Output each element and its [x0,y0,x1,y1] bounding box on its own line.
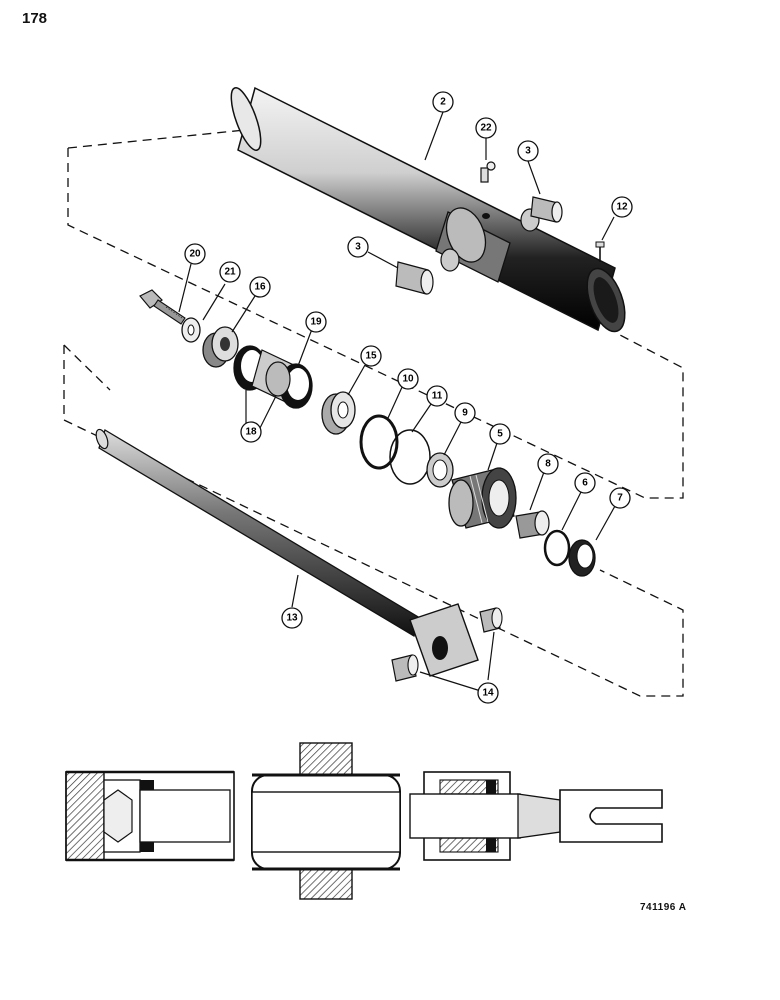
callouts: 2 22 3 12 3 20 21 16 19 15 10 11 9 5 18 … [184,91,633,704]
figure-id: 741196 A [640,902,687,913]
callout-21: 21 [219,261,241,283]
dashed-group-outline-lower-top [63,344,111,391]
callout-20: 20 [184,243,206,265]
callout-22-label: 22 [480,123,492,134]
piston-rod [95,428,479,677]
callout-14: 14 [477,682,499,704]
dashed-group-outline-upper-top [67,129,246,149]
callout-21-label: 21 [224,267,236,278]
rod-eye-bushing-left [391,654,419,682]
rod-bearing [515,510,550,539]
callout-16-label: 16 [254,282,266,293]
callout-20-label: 20 [189,249,201,260]
callout-7-label: 7 [617,493,623,504]
callout-8: 8 [537,453,559,475]
bushing-lower [395,261,434,295]
callout-13: 13 [281,607,303,629]
bushing-upper [530,196,563,223]
callout-8-label: 8 [545,459,551,470]
callout-2-label: 2 [440,97,446,108]
callout-12: 12 [611,196,633,218]
callout-13-label: 13 [286,613,298,624]
cylinder-barrel [230,86,626,333]
callout-3-lower-label: 3 [355,242,361,253]
page-number: 178 [22,10,48,27]
section-view-trunnion [251,742,401,900]
callout-10-label: 10 [402,374,414,385]
callout-11: 11 [426,385,448,407]
section-view-piston-end [65,770,235,862]
bolt [139,289,186,325]
callout-19-label: 19 [310,317,322,328]
wear-ring [321,391,356,435]
callout-3-upper: 3 [517,140,539,162]
dashed-group-outline-lower [63,345,684,697]
callout-18-label: 18 [245,427,257,438]
leader-lines [178,111,616,693]
callout-15-label: 15 [365,351,377,362]
callout-9-label: 9 [462,408,468,419]
callout-18: 18 [240,421,262,443]
back-up-ring [389,429,431,485]
callout-5-label: 5 [497,429,503,440]
washer [181,317,201,343]
callout-5: 5 [489,423,511,445]
piston-nut [202,326,239,368]
callout-16: 16 [249,276,271,298]
callout-19: 19 [305,311,327,333]
cylinder-head [448,467,517,529]
callout-6-label: 6 [582,478,588,489]
callout-11-label: 11 [432,391,443,402]
callout-14-label: 14 [482,688,494,699]
callout-6: 6 [574,472,596,494]
piston-with-seals [233,345,313,409]
rod-eye-bushing-right [479,607,503,633]
rod-seal [426,452,454,488]
o-ring [359,414,399,470]
callout-15: 15 [360,345,382,367]
grease-fitting [480,161,496,183]
callout-2: 2 [432,91,454,113]
callout-22: 22 [475,117,497,139]
wiper-backup-ring [543,529,571,567]
callout-12-label: 12 [616,202,628,213]
callout-9: 9 [454,402,476,424]
screw [595,241,605,262]
callout-3-lower: 3 [347,236,369,258]
callout-3-upper-label: 3 [525,146,531,157]
callout-10: 10 [397,368,419,390]
section-view-rod-end [409,771,663,861]
callout-7: 7 [609,487,631,509]
wiper-seal [568,539,596,577]
dashed-group-outline-upper [67,148,684,499]
